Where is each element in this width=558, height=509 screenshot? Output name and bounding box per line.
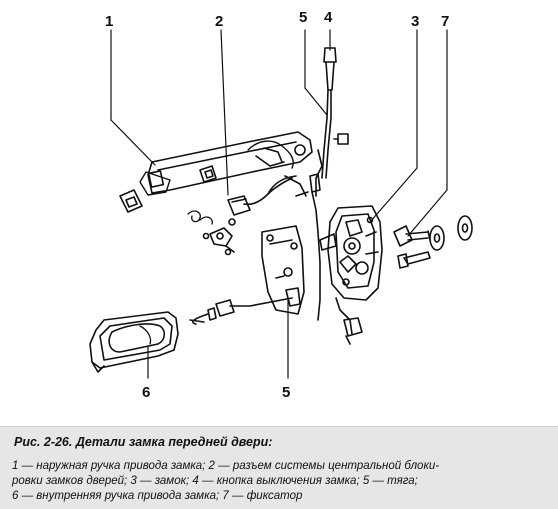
label-7: 7: [441, 13, 449, 30]
label-1: 1: [105, 13, 113, 30]
central-lock-connector-part-2: [227, 175, 297, 216]
label-5-top: 5: [299, 9, 307, 26]
legend-line: ровки замков дверей; 3 — замок; 4 — кноп…: [12, 475, 418, 487]
caption-title: Рис. 2-26. Детали замка передней двери:: [14, 435, 273, 449]
lock-mechanism-part-3: [319, 205, 383, 345]
inner-handle-part-6: [89, 311, 179, 373]
part-number-labels: 1 2 5 4 3 7 6 5: [105, 9, 449, 401]
label-3: 3: [411, 13, 419, 30]
caption-legend: 1 — наружная ручка привода замка; 2 — ра…: [12, 459, 546, 504]
label-4: 4: [324, 9, 333, 26]
label-2: 2: [215, 13, 223, 30]
door-lock-diagram: 1 2 5 4 3 7 6 5: [89, 9, 473, 401]
figure-caption: Рис. 2-26. Детали замка передней двери: …: [0, 426, 558, 509]
rod-part-5-top: [295, 149, 323, 321]
label-5-bottom: 5: [282, 384, 290, 401]
inner-rod-and-clip: [189, 297, 293, 325]
label-6: 6: [142, 384, 150, 401]
lock-button-part-4: [321, 47, 349, 179]
outer-handle-part-1: [139, 131, 313, 197]
legend-line: 1 — наружная ручка привода замка; 2 — ра…: [12, 460, 440, 472]
small-clip-parts: [187, 210, 236, 256]
mounting-plate-part-5: [261, 225, 305, 315]
legend-line: 6 — внутренняя ручка привода замка; 7 — …: [12, 490, 303, 502]
handle-insert-part: [119, 165, 217, 213]
fixator-part-7: [393, 215, 473, 269]
leader-lines: [110, 29, 448, 379]
